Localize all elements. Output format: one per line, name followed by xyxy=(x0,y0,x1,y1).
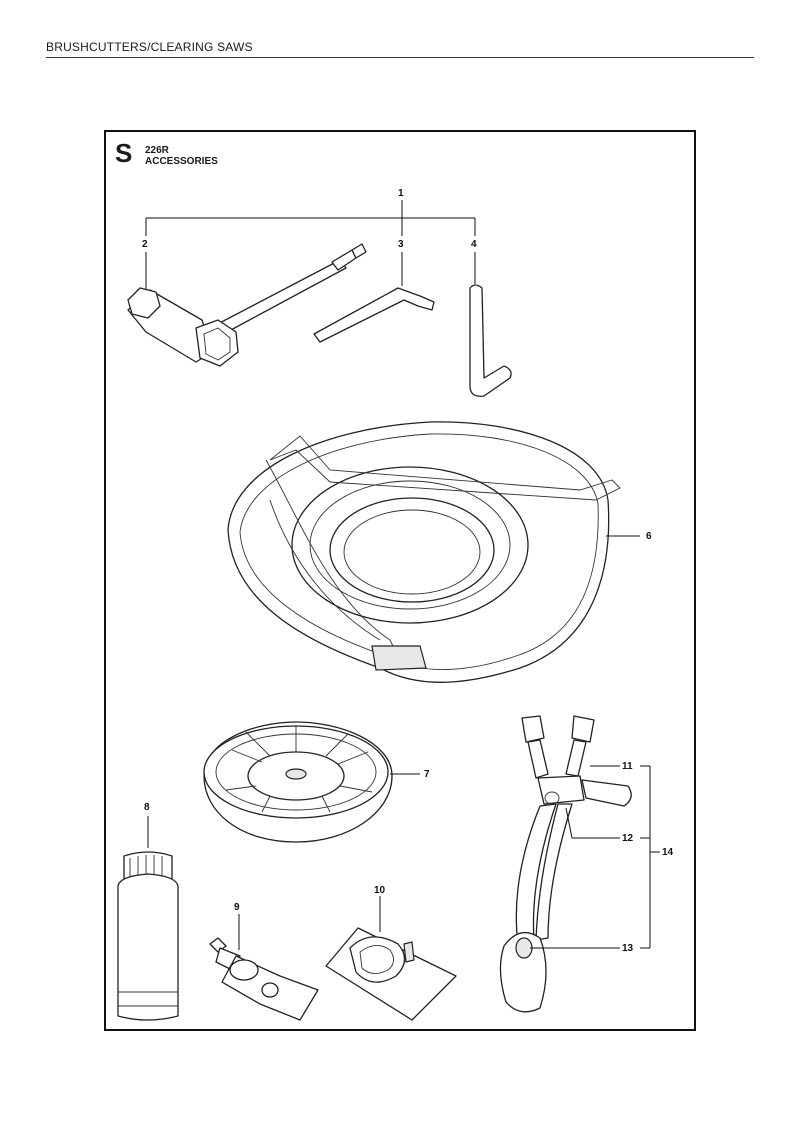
callout-9: 9 xyxy=(234,902,240,913)
harness-leader-lines xyxy=(530,765,660,949)
callout-3: 3 xyxy=(398,239,404,250)
header-divider xyxy=(46,57,754,58)
page-header-title: BRUSHCUTTERS/CLEARING SAWS xyxy=(46,40,253,54)
spool-bowl xyxy=(203,721,420,843)
diagram-frame xyxy=(104,130,696,1031)
callout-2: 2 xyxy=(142,239,148,250)
spool-plate xyxy=(227,421,640,683)
callout-7: 7 xyxy=(424,769,430,780)
hex-key xyxy=(313,252,435,343)
callout-4: 4 xyxy=(471,239,477,250)
section-title-block: 226R ACCESSORIES xyxy=(145,145,218,167)
callout-6: 6 xyxy=(646,531,652,542)
callout-10: 10 xyxy=(374,885,386,896)
harness xyxy=(499,715,632,1013)
section-letter: S xyxy=(115,138,133,168)
callout-12: 12 xyxy=(622,833,634,844)
callout-1: 1 xyxy=(398,188,404,199)
callout-11: 11 xyxy=(622,761,633,772)
torx-key xyxy=(469,252,512,397)
callout-14: 14 xyxy=(662,847,674,858)
oil-bottle xyxy=(117,816,179,1021)
tool-kit-group xyxy=(145,200,476,236)
grease-tube xyxy=(209,914,319,1021)
model-number: 226R xyxy=(145,145,169,156)
section-title: ACCESSORIES xyxy=(145,156,218,167)
callout-13: 13 xyxy=(622,943,634,954)
callout-8: 8 xyxy=(144,802,150,813)
face-protector xyxy=(325,896,457,1021)
combination-spanner xyxy=(127,243,367,367)
